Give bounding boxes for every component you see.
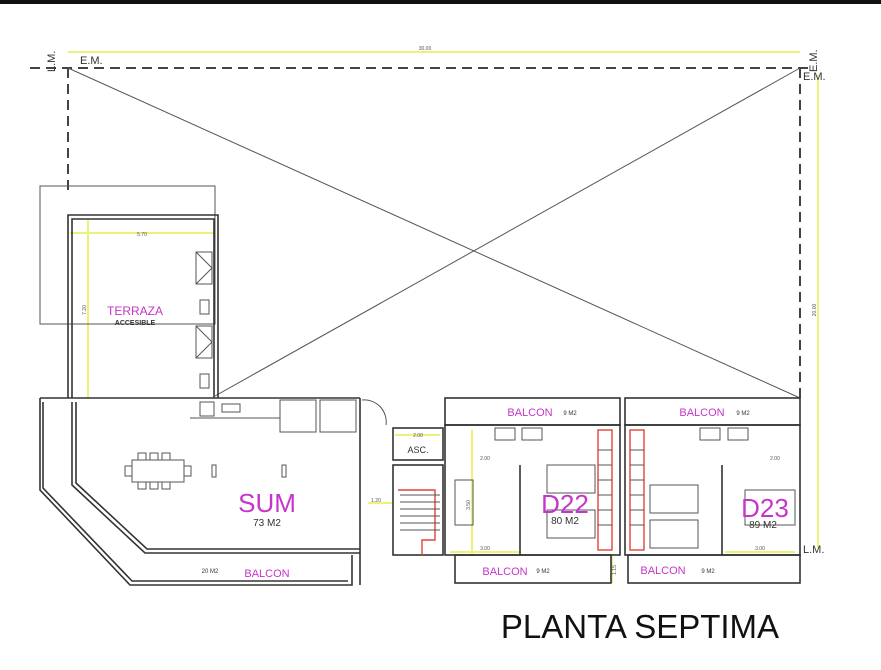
dim-bath-d23: 2.00 [770,456,780,462]
lot-boundary [30,67,812,399]
top-black-bar [0,0,881,4]
dim-terrace-depth: 7.20 [82,305,88,315]
sum-area: 73 M2 [253,518,281,529]
elevator-label: ASC. [407,445,428,455]
d22-balcony-top-label: BALCON [507,407,552,419]
em-marker-left: E.M. [80,55,103,67]
plan-title: PLANTA SEPTIMA [501,608,779,645]
dimension-lines [68,51,819,583]
dim-bedroom-d23: 3.00 [755,546,765,552]
lm-marker-left: L.M. [46,51,58,72]
unit-d22-walls [444,397,621,584]
d23-label: D23 [741,493,789,523]
dim-hall: 1.20 [371,498,381,504]
circulation-core [361,399,444,556]
sum-label: SUM [238,488,296,518]
dim-overall-depth: 20.00 [812,304,818,317]
terraza-sub-label: ACCESIBLE [115,320,156,327]
d22-balcony-top-area: 9 M2 [563,411,577,417]
em-marker-right-vertical: E.M. [808,49,820,72]
terraza-walls [39,185,219,398]
d22-balcony-bottom-area: 9 M2 [536,569,550,575]
sum-balcony-label: BALCON [244,568,289,580]
sum-balcony-area: 20 M2 [202,569,219,575]
d23-balcony-bottom-label: BALCON [640,565,685,577]
dim-balcony: 1.15 [612,565,618,575]
dim-elevator: 2.00 [413,433,423,439]
dim-terrace-width: 5.70 [137,232,147,238]
terraza-label: TERRAZA [107,304,163,318]
d22-balcony-bottom-label: BALCON [482,566,527,578]
d23-balcony-top-area: 9 M2 [736,411,750,417]
d23-balcony-bottom-area: 9 M2 [701,569,715,575]
em-marker-right: E.M. [803,71,826,83]
dim-bedroom-d22: 3.00 [480,546,490,552]
d22-label: D22 [541,489,589,519]
sum-walls [39,397,361,586]
lm-marker-bottom: L.M. [803,544,824,556]
dim-overall-width: 30.00 [419,46,432,52]
dim-bath-d22: 2.00 [480,456,490,462]
d23-balcony-top-label: BALCON [679,407,724,419]
d23-area: 89 M2 [749,520,777,531]
unit-d23-walls [624,397,801,584]
dim-stair: 3.50 [466,500,472,510]
d22-area: 80 M2 [551,516,579,527]
